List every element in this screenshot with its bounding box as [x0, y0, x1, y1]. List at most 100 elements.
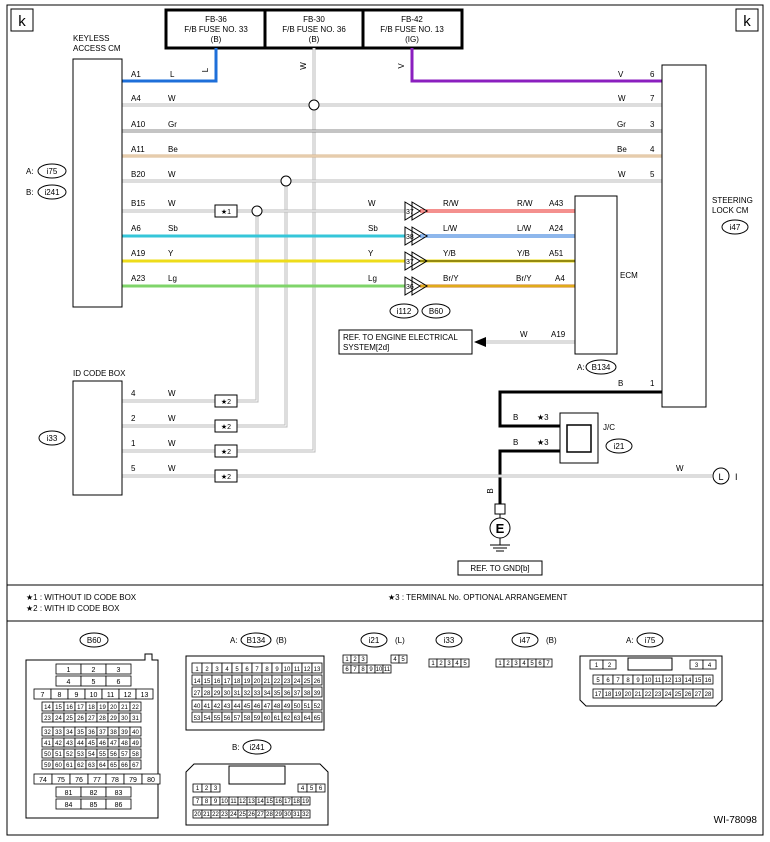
fuse-1-line3: (B) — [211, 35, 222, 44]
pin-number: 10 — [376, 667, 383, 673]
svg-text:4: 4 — [131, 389, 136, 398]
pin-number: 43 — [66, 741, 73, 747]
pin-number: 30 — [121, 716, 128, 722]
pin-cell — [543, 658, 553, 668]
splice-node-3 — [251, 205, 263, 217]
pin-number: 80 — [147, 777, 155, 784]
pin-number: 3 — [215, 667, 219, 673]
pin-cell — [105, 798, 132, 810]
pin-number: 54 — [204, 716, 211, 722]
ref-engine-line2: SYSTEM[2d] — [343, 343, 389, 352]
pin-number: 22 — [645, 692, 652, 698]
svg-text:A11: A11 — [131, 145, 145, 154]
fuse-3-line2: F/B FUSE NO. 13 — [380, 25, 444, 34]
pin-number: 7 — [196, 799, 200, 805]
pinout-i47-badge — [511, 632, 539, 648]
pin-number: 22 — [212, 812, 219, 818]
pin-number: 17 — [224, 679, 231, 685]
pin-number: 33 — [254, 691, 261, 697]
ecm-conn: B134 — [592, 363, 611, 372]
wire-id-pins — [122, 399, 215, 453]
pin-cell — [300, 796, 311, 806]
pin-number: 14 — [685, 678, 692, 684]
svg-text:W: W — [618, 94, 626, 103]
pin-number: 29 — [110, 716, 117, 722]
pre-connector-colors: W Sb Y Lg — [368, 199, 378, 283]
pin-number: 31 — [293, 812, 300, 818]
pin-number: 20 — [254, 679, 261, 685]
keyless-conn-a-badge — [37, 163, 67, 179]
pin-number: 4 — [393, 657, 397, 663]
pinout-b60-name: B60 — [87, 636, 102, 645]
pin-number: 84 — [65, 802, 73, 809]
pin-number: 6 — [345, 667, 349, 673]
ref-engine-wire: W — [520, 330, 528, 339]
ecm-conn-badge — [585, 359, 617, 375]
note-star1: ★1 : WITHOUT ID CODE BOX — [26, 593, 137, 602]
ground-terminal — [494, 503, 506, 515]
pin-number: 85 — [90, 802, 98, 809]
pin-number: 86 — [115, 802, 123, 809]
jc-conn-badge — [605, 438, 633, 454]
pin-number: 10 — [284, 667, 291, 673]
jc-star-2: ★3 — [537, 438, 549, 447]
arrow-left-icon — [474, 337, 486, 347]
fuse-1-line1: FB-36 — [205, 15, 227, 24]
pin-number: 13 — [314, 667, 321, 673]
pin-number: 14 — [194, 679, 201, 685]
svg-text:7: 7 — [650, 94, 655, 103]
pin-number: 2 — [608, 663, 612, 669]
pinout-i47-suffix: (B) — [546, 636, 557, 645]
pin-cell — [135, 688, 154, 700]
pin-number: 4 — [455, 661, 459, 667]
pin-number: 15 — [695, 678, 702, 684]
pin-number: 19 — [302, 799, 309, 805]
pin-number: 7 — [255, 667, 259, 673]
pin-number: 65 — [314, 716, 321, 722]
jc-vertical-wire: B — [486, 488, 495, 493]
pin-number: 33 — [55, 730, 62, 736]
pin-number: 40 — [194, 704, 201, 710]
pin-number: 4 — [522, 661, 526, 667]
pin-number: 25 — [304, 679, 311, 685]
pin-number: 54 — [88, 752, 95, 758]
fuse-2-wire-color: W — [299, 62, 308, 70]
pin-number: 60 — [55, 763, 62, 769]
pin-number: 57 — [234, 716, 241, 722]
pinout-b134-prefix: A: — [230, 636, 238, 645]
pin-cell — [311, 662, 323, 674]
pin-number: 29 — [214, 691, 221, 697]
corner-marker-right — [735, 8, 759, 32]
pin-number: 12 — [665, 678, 672, 684]
jc-wire-2: B — [513, 438, 518, 447]
pinout-b134-badge — [240, 632, 272, 648]
pin-number: 12 — [124, 692, 132, 699]
pin-cell — [105, 663, 132, 675]
pin-number: 58 — [244, 716, 251, 722]
wire-b-black-2 — [498, 449, 560, 504]
figure-id: WI-78098 — [714, 815, 758, 826]
pin-number: 8 — [205, 799, 209, 805]
pin-number: 64 — [304, 716, 311, 722]
pin-number: 37 — [294, 691, 301, 697]
pin-number: 13 — [675, 678, 682, 684]
pin-number: 9 — [636, 678, 640, 684]
svg-text:3: 3 — [650, 120, 655, 129]
keyless-wire-colors: L W Gr Be W W Sb Y Lg — [168, 70, 178, 283]
pin-number: 3 — [117, 667, 121, 674]
pin-number: 8 — [265, 667, 269, 673]
svg-text:Y/B: Y/B — [443, 249, 456, 258]
star2-label-4: ★2 — [221, 473, 231, 481]
pin-number: 17 — [284, 799, 291, 805]
ecm-conn-label: A: — [577, 363, 585, 372]
svg-text:W: W — [168, 439, 176, 448]
ref-gnd-text: REF. TO GND[b] — [470, 564, 529, 573]
pin-number: 1 — [195, 667, 199, 673]
svg-text:Y: Y — [168, 249, 174, 258]
pin-number: 8 — [58, 692, 62, 699]
pin-number: 15 — [266, 799, 273, 805]
pin-number: 23 — [44, 716, 51, 722]
pin-number: 48 — [274, 704, 281, 710]
pin-number: 2 — [205, 786, 209, 792]
